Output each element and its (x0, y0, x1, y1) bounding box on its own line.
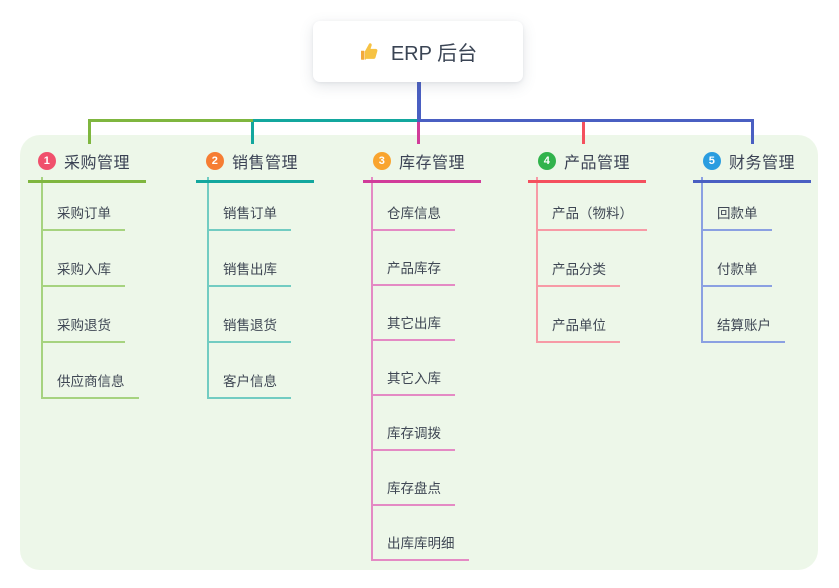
node-item[interactable]: 销售订单 (207, 202, 291, 231)
branch-trunk-line (41, 177, 43, 399)
node-item[interactable]: 产品分类 (536, 258, 620, 287)
branch-heading-inventory[interactable]: 3 库存管理 (363, 147, 481, 183)
branch-trunk-line (371, 177, 373, 561)
node-item[interactable]: 其它入库 (371, 367, 455, 396)
branch-trunk-line (701, 177, 703, 343)
node-item[interactable]: 其它出库 (371, 312, 455, 341)
node-item[interactable]: 库存调拨 (371, 422, 455, 451)
node-item[interactable]: 结算账户 (701, 314, 785, 343)
branch-badge: 5 (703, 152, 721, 170)
branch-heading-sales[interactable]: 2 销售管理 (196, 147, 314, 183)
branch-badge: 1 (38, 152, 56, 170)
branch-title: 库存管理 (399, 155, 466, 172)
node-item[interactable]: 采购订单 (41, 202, 125, 231)
connector-root-trunk (417, 82, 421, 122)
node-item[interactable]: 付款单 (701, 258, 772, 287)
connector-bus-purchase (88, 119, 253, 122)
connector-drop-finance (751, 119, 754, 144)
branch-title: 产品管理 (564, 155, 631, 172)
branch-badge: 3 (373, 152, 391, 170)
connector-bus-sales (253, 119, 419, 122)
branch-title: 销售管理 (232, 155, 299, 172)
branch-title: 财务管理 (729, 155, 796, 172)
connector-drop-sales (251, 119, 254, 144)
node-item[interactable]: 出库库明细 (371, 532, 469, 561)
branch-badge: 2 (206, 152, 224, 170)
node-item[interactable]: 产品库存 (371, 257, 455, 286)
node-item[interactable]: 客户信息 (207, 370, 291, 399)
node-item[interactable]: 采购退货 (41, 314, 125, 343)
branch-trunk-line (207, 177, 209, 399)
branch-trunk-line (536, 177, 538, 343)
node-item[interactable]: 供应商信息 (41, 370, 139, 399)
branch-badge: 4 (538, 152, 556, 170)
node-item[interactable]: 产品（物料） (536, 202, 647, 231)
thumbs-up-icon (359, 41, 381, 63)
node-item[interactable]: 产品单位 (536, 314, 620, 343)
connector-drop-purchase (88, 119, 91, 144)
node-item[interactable]: 采购入库 (41, 258, 125, 287)
node-item[interactable]: 仓库信息 (371, 202, 455, 231)
connector-bus-finance (419, 119, 754, 122)
root-node[interactable]: ERP 后台 (313, 21, 523, 82)
branch-heading-product[interactable]: 4 产品管理 (528, 147, 646, 183)
root-label: ERP 后台 (390, 43, 478, 65)
branch-heading-finance[interactable]: 5 财务管理 (693, 147, 811, 183)
connector-drop-product (582, 119, 585, 144)
node-item[interactable]: 回款单 (701, 202, 772, 231)
branch-title: 采购管理 (64, 155, 131, 172)
node-item[interactable]: 销售出库 (207, 258, 291, 287)
branch-heading-purchase[interactable]: 1 采购管理 (28, 147, 146, 183)
node-item[interactable]: 库存盘点 (371, 477, 455, 506)
canvas-panel (20, 135, 818, 570)
connector-drop-inventory (417, 119, 420, 144)
node-item[interactable]: 销售退货 (207, 314, 291, 343)
